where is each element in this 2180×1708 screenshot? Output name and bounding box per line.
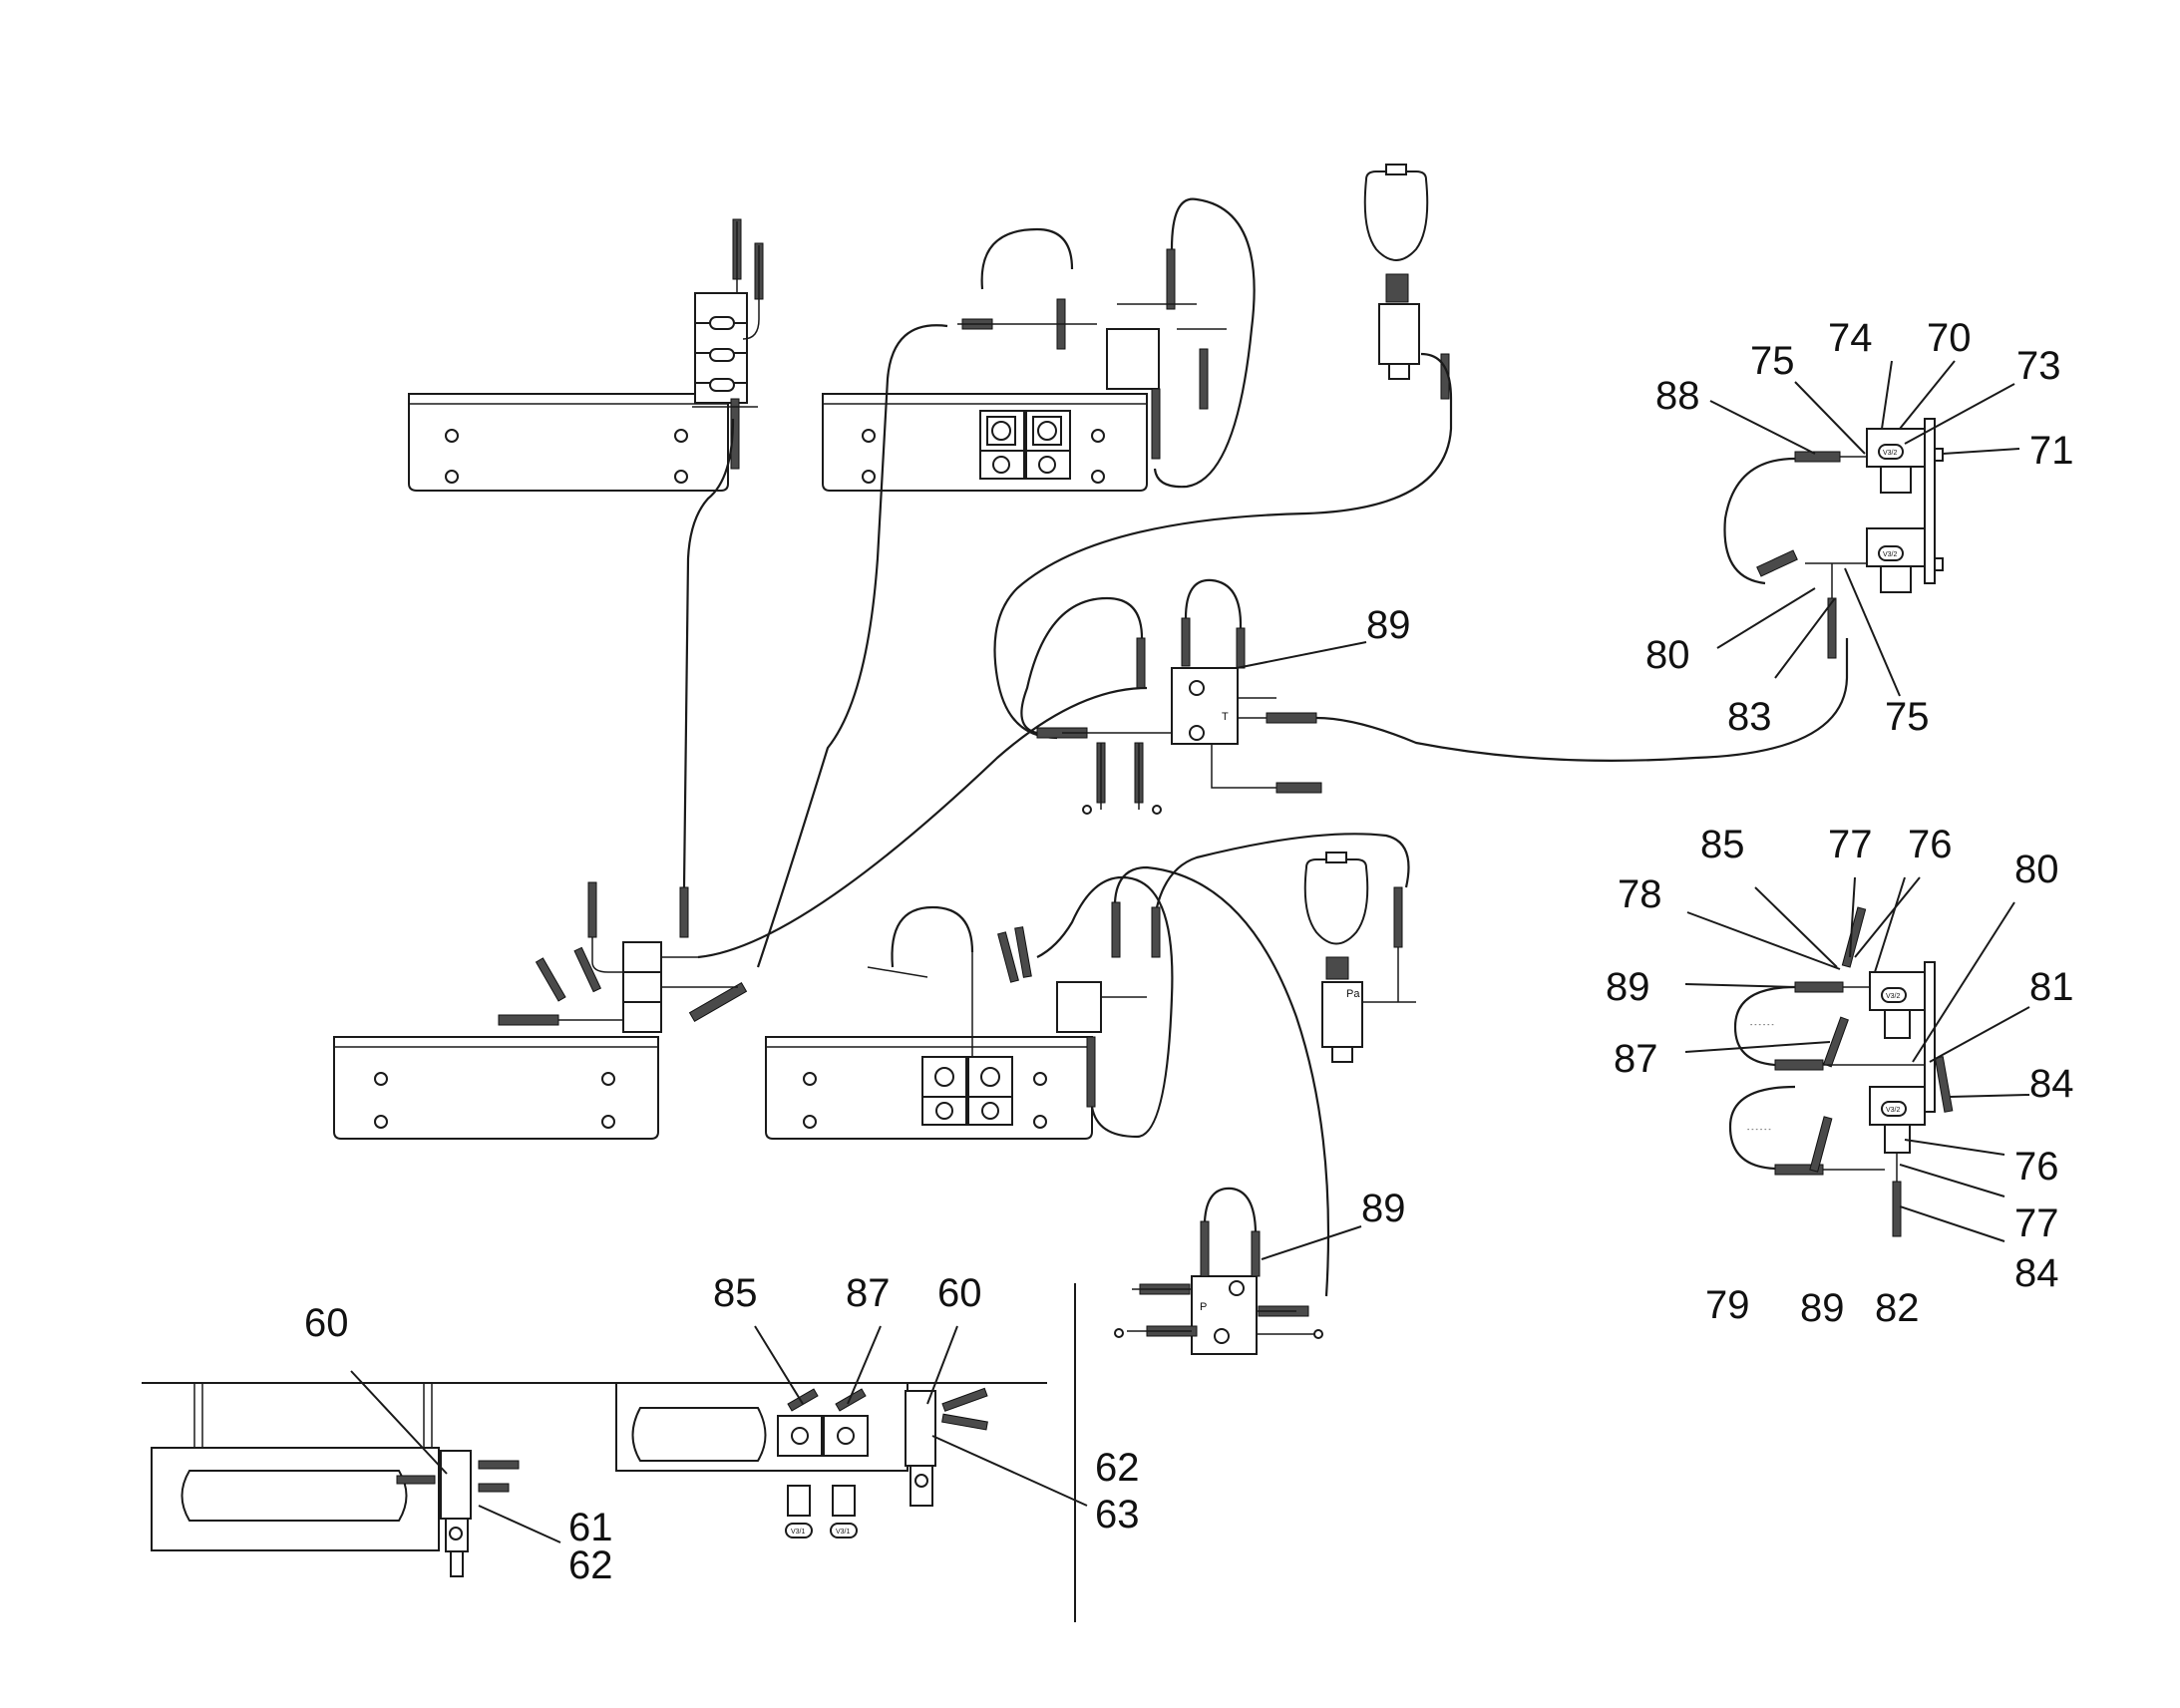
- valve-tag-lower: V3/2: [1883, 551, 1898, 558]
- callout-75-bottom: 75: [1885, 695, 1930, 739]
- callout-80-right: 80: [2014, 848, 2059, 891]
- accumulator-bottom: Pa: [1303, 852, 1416, 1063]
- callout-85-right: 85: [1700, 823, 1745, 866]
- section-view-left: [142, 1382, 1047, 1577]
- callout-85-mid: 85: [713, 1271, 758, 1315]
- bottom-middle-plate-assembly: [765, 833, 1410, 1297]
- t-block-assembly: T: [1020, 578, 1849, 815]
- callout-71: 71: [2029, 429, 2074, 473]
- top-middle-plate-assembly: [756, 197, 1256, 968]
- callout-87-right: 87: [1614, 1037, 1658, 1081]
- valve-tag-right-mid: V3/2: [1886, 993, 1901, 1000]
- callout-60-left: 60: [304, 1301, 349, 1345]
- callout-74: 74: [1828, 316, 1873, 360]
- callout-62-left: 62: [568, 1543, 613, 1587]
- section-view-middle: V3/1 V3/1: [615, 1283, 1076, 1622]
- callout-63: 63: [1095, 1493, 1140, 1537]
- valve-tag-right-low: V3/2: [1886, 1107, 1901, 1114]
- right-middle-assembly: V3/2 V3/2 - - - - - - - - - - - -: [1728, 906, 1954, 1237]
- svg-text:- - - - - -: - - - - - -: [1747, 1127, 1771, 1134]
- callout-84-bottom: 84: [2014, 1251, 2059, 1295]
- callout-60-mid: 60: [937, 1271, 982, 1315]
- callout-79: 79: [1705, 1283, 1750, 1327]
- callout-89-top: 89: [1366, 603, 1411, 647]
- callout-89-mid: 89: [1361, 1187, 1406, 1230]
- callout-61: 61: [568, 1506, 613, 1549]
- bottom-left-plate-assembly: [333, 418, 1148, 1140]
- callout-88: 88: [1655, 374, 1700, 418]
- callout-75-top: 75: [1750, 339, 1795, 383]
- callout-78: 78: [1618, 872, 1662, 916]
- callout-81: 81: [2029, 965, 2074, 1009]
- callouts: 89 89 60 61 62 85 87 60 62 63 88 75 74 7…: [304, 316, 2074, 1587]
- port-label-pa: Pa: [1346, 988, 1360, 1000]
- callout-leaders: [350, 360, 2030, 1543]
- callout-77-top: 77: [1828, 823, 1873, 866]
- callout-89-right-bottom: 89: [1800, 1286, 1845, 1330]
- callout-80-top: 80: [1645, 633, 1690, 677]
- valve-tag-top: V3/2: [1883, 450, 1898, 457]
- valve-tag-v31-b: V3/1: [836, 1529, 851, 1536]
- callout-89-right-top: 89: [1606, 965, 1650, 1009]
- callout-82: 82: [1875, 1286, 1920, 1330]
- callout-83: 83: [1727, 695, 1772, 739]
- callout-73: 73: [2016, 344, 2061, 388]
- svg-text:- - - - - -: - - - - - -: [1750, 1022, 1774, 1029]
- callout-62-right: 62: [1095, 1446, 1140, 1490]
- top-left-plate-assembly: [408, 218, 764, 492]
- right-top-bracket: V3/2 V3/2: [1723, 418, 1944, 659]
- p-block-assembly: P: [1114, 1187, 1323, 1355]
- callout-70: 70: [1927, 316, 1972, 360]
- callout-87-mid: 87: [846, 1271, 891, 1315]
- valve-tag-v31-a: V3/1: [791, 1529, 806, 1536]
- callout-84-top: 84: [2029, 1062, 2074, 1106]
- port-label-p: P: [1200, 1301, 1207, 1313]
- callout-77-bottom: 77: [2014, 1201, 2059, 1245]
- accumulator-top: [993, 164, 1453, 740]
- callout-76-bottom: 76: [2014, 1145, 2059, 1189]
- callout-76-top: 76: [1908, 823, 1953, 866]
- port-label-t: T: [1222, 711, 1229, 723]
